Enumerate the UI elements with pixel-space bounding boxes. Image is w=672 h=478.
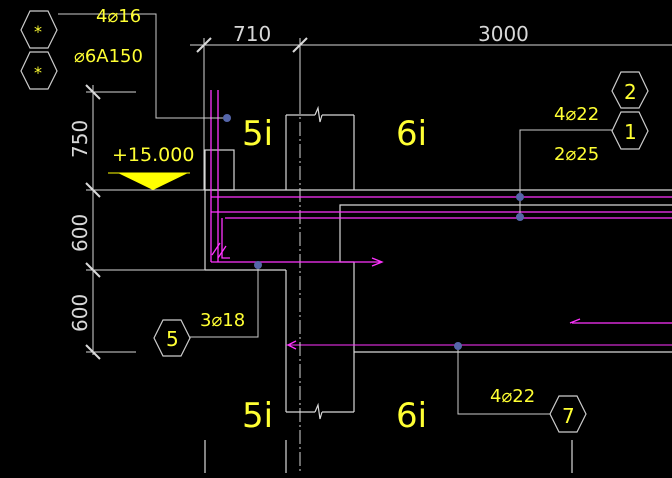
note-d6a150: ⌀6A150 <box>74 46 143 67</box>
dim-600-upper: 600 <box>68 214 92 252</box>
leader-lines <box>58 13 612 415</box>
note-2d25: 2⌀25 <box>554 144 599 165</box>
section-5i-bottom: 5i <box>242 396 273 436</box>
section-6i-top: 6i <box>396 114 427 154</box>
elevation-triangle-icon <box>118 173 188 190</box>
top-dimension <box>190 37 672 190</box>
bubble-7[interactable] <box>549 395 587 433</box>
bubble-label-7: 7 <box>562 404 575 428</box>
rebar-node-dots <box>223 114 524 350</box>
bubble-label-2: 2 <box>624 80 637 104</box>
section-6i-bottom: 6i <box>396 396 427 436</box>
dim-750: 750 <box>68 120 92 158</box>
star-bubble-2[interactable] <box>20 51 58 90</box>
dim-3000: 3000 <box>478 22 529 46</box>
elevation-label: +15.000 <box>112 144 194 166</box>
note-4d22-bottom: 4⌀22 <box>490 386 535 407</box>
bubble-label-1: 1 <box>624 120 637 144</box>
bubble-2[interactable] <box>611 71 649 109</box>
bubble-5[interactable] <box>153 319 191 357</box>
dim-600-lower: 600 <box>68 294 92 332</box>
note-3d18: 3⌀18 <box>200 310 245 331</box>
star-bubble-1[interactable] <box>20 10 58 49</box>
left-dimension <box>85 84 205 360</box>
rebar-lines <box>210 90 672 350</box>
bubble-label-5: 5 <box>166 327 179 351</box>
star-label-2: * <box>34 63 42 82</box>
star-label-1: * <box>34 22 42 41</box>
note-4d16: 4⌀16 <box>96 6 141 27</box>
dim-710: 710 <box>233 22 271 46</box>
section-5i-top: 5i <box>242 114 273 154</box>
bubble-1[interactable] <box>611 111 649 150</box>
note-4d22-top: 4⌀22 <box>554 104 599 125</box>
concrete-outline <box>204 105 672 473</box>
